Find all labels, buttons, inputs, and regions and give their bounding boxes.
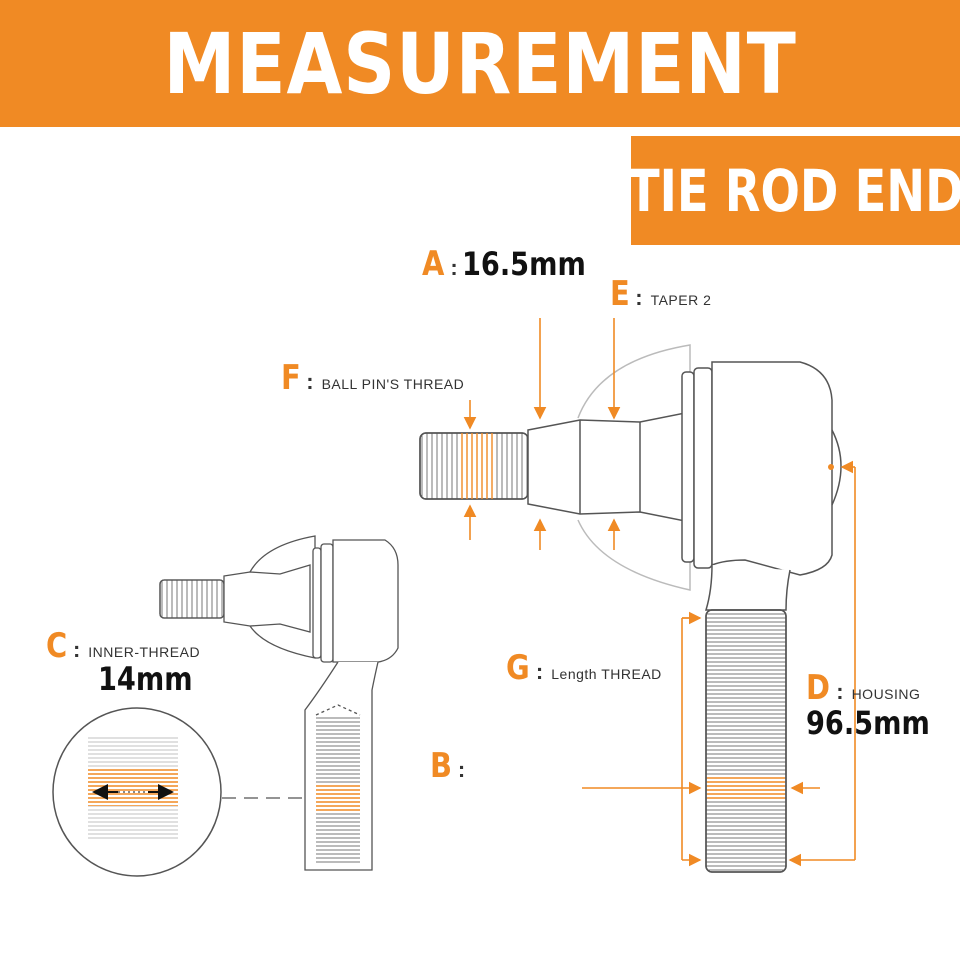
label-c: C:INNER-THREAD — [46, 626, 201, 666]
ball-pin-thread-highlight — [458, 433, 496, 499]
inner-thread-magnifier — [52, 707, 222, 877]
label-a: A: 16.5mm — [422, 244, 586, 284]
page-subtitle: TIE ROD END — [627, 156, 960, 225]
label-b: B: — [430, 746, 466, 786]
small-tie-rod — [159, 535, 399, 871]
large-tie-rod — [419, 344, 842, 873]
dimension-lines-large — [463, 318, 856, 867]
subtitle-banner: TIE ROD END — [627, 136, 960, 245]
label-a-value: 16.5mm — [462, 245, 586, 283]
page-title: MEASUREMENT — [163, 14, 797, 113]
label-e: E:TAPER 2 — [610, 274, 712, 314]
title-banner: MEASUREMENT — [0, 0, 960, 127]
label-g: G:Length THREAD — [506, 648, 662, 688]
shank-thread-highlight — [707, 775, 785, 801]
label-d: D:HOUSING — [806, 668, 921, 708]
label-c-value: 14mm — [98, 660, 193, 698]
shank-thread — [705, 609, 787, 873]
label-f: F:BALL PIN'S THREAD — [281, 358, 465, 398]
label-d-value: 96.5mm — [806, 704, 930, 742]
inner-thread-highlight — [316, 785, 360, 811]
